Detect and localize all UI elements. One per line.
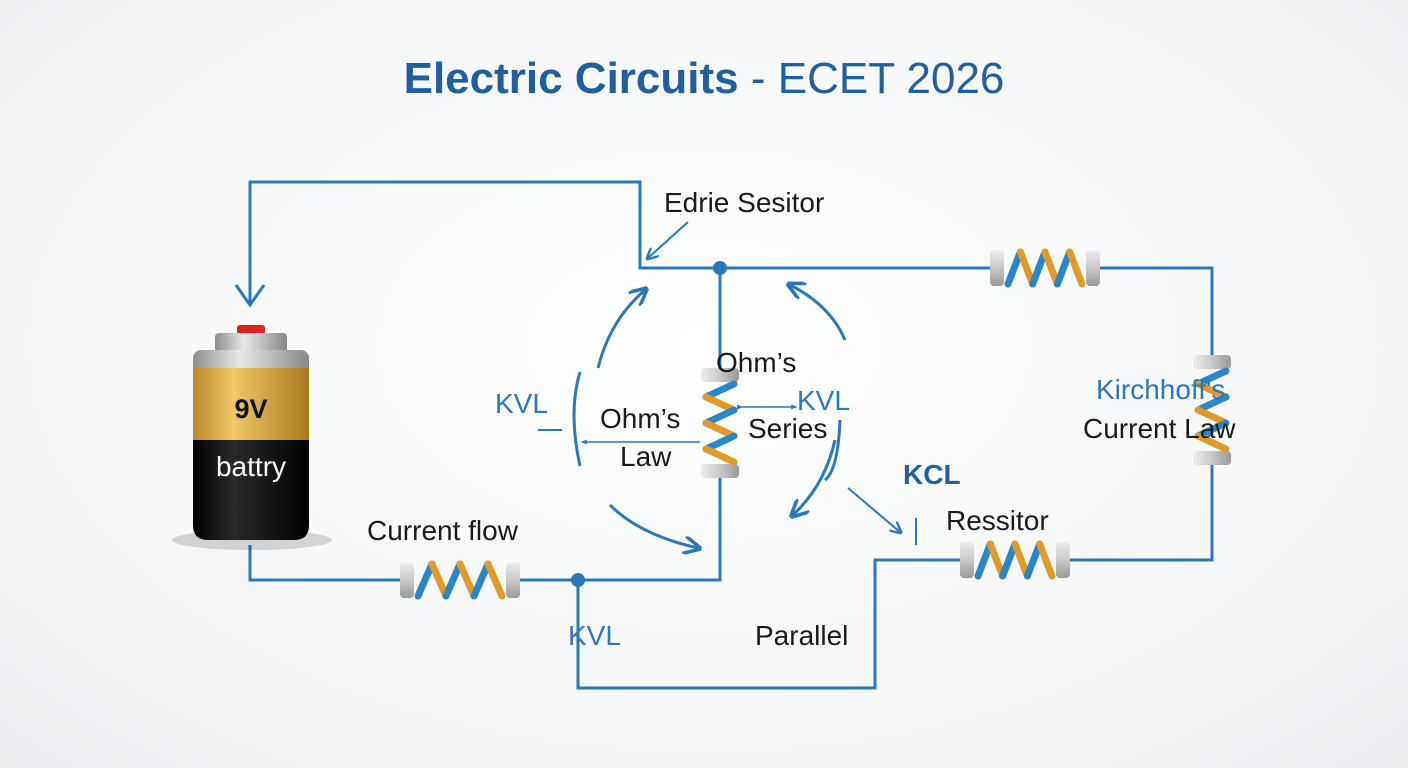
- resistor-coil: [470, 560, 492, 600]
- resistor-coil: [702, 380, 738, 401]
- page-title: Electric Circuits - ECET 2026: [404, 54, 1005, 103]
- resistor-coil: [428, 560, 450, 600]
- resistor-coil: [1016, 248, 1037, 288]
- wire-bottom-left: [248, 545, 400, 582]
- resistor-coil: [1053, 248, 1074, 288]
- resistor: [400, 560, 520, 600]
- label-series: Series: [748, 413, 827, 444]
- resistor-coil: [702, 419, 738, 440]
- battery: 9V battry: [172, 325, 332, 550]
- resistor-coil: [702, 445, 738, 466]
- junction-node: [713, 261, 727, 275]
- label-edrie-sesitor: Edrie Sesitor: [664, 187, 824, 218]
- resistors: [400, 248, 1231, 600]
- resistor-coil: [1023, 540, 1044, 580]
- resistor: [990, 248, 1100, 288]
- resistor-coil: [1029, 248, 1049, 288]
- label-kvl-right: KVL: [797, 385, 850, 416]
- curved-arrow-icon: [596, 290, 645, 369]
- label-kvl-bottom: KVL: [568, 620, 621, 651]
- title-bold: Electric Circuits: [404, 54, 739, 103]
- curved-arrow-icon: [790, 285, 847, 341]
- resistor-coil: [1194, 367, 1230, 388]
- resistor-coil: [1011, 540, 1031, 580]
- curved-arrow-icon: [793, 439, 837, 515]
- resistor-coil: [999, 540, 1019, 580]
- battery-label: battry: [216, 451, 286, 482]
- resistor-coil: [702, 406, 738, 427]
- wire-top: [248, 180, 990, 305]
- resistor-coil: [484, 560, 506, 600]
- resistor-coil: [1041, 248, 1061, 288]
- wire-top-right: [1100, 266, 1214, 355]
- resistor-coil: [1194, 419, 1230, 440]
- pointer-arrow-icon: [847, 487, 900, 532]
- junction-node: [571, 573, 585, 587]
- resistor-coil: [1194, 393, 1230, 414]
- curved-arrow-icon: [608, 503, 698, 548]
- resistor-coil: [974, 540, 994, 580]
- resistor-coil: [442, 560, 464, 600]
- resistor: [701, 368, 739, 478]
- label-ressitor: Ressitor: [946, 505, 1049, 536]
- wire-parallel: [576, 558, 960, 690]
- title-rest: - ECET 2026: [739, 54, 1005, 103]
- current-arrows: [596, 221, 900, 548]
- battery-voltage: 9V: [234, 394, 267, 424]
- label-kirchhoffs: Kirchhoff's: [1096, 374, 1225, 405]
- bracket-arc: [572, 371, 582, 467]
- label-ohms-top: Ohm’s: [716, 347, 796, 378]
- label-parallel: Parallel: [755, 620, 848, 651]
- resistor-coil: [1194, 432, 1230, 453]
- resistor-coil: [414, 560, 436, 600]
- resistor-coil: [1066, 248, 1086, 288]
- label-current-law: Current Law: [1083, 413, 1236, 444]
- resistor-coil: [702, 393, 738, 414]
- label-law: Law: [620, 441, 672, 472]
- label-current-flow: Current flow: [367, 515, 519, 546]
- resistor-coil: [1194, 380, 1230, 401]
- resistor-coil: [1036, 540, 1056, 580]
- bracket-arc: [823, 419, 842, 482]
- resistor-coil: [456, 560, 478, 600]
- resistor-coil: [1194, 406, 1230, 427]
- resistor-coil: [1004, 248, 1024, 288]
- pointer-arrow-icon: [648, 221, 689, 258]
- arrow-down-icon: [234, 284, 266, 308]
- resistor: [960, 540, 1070, 580]
- label-ohms-left: Ohm’s: [600, 403, 680, 434]
- label-kcl: KCL: [903, 459, 961, 490]
- wire-right: [1070, 465, 1214, 562]
- wires: [248, 180, 1214, 690]
- resistor-coil: [986, 540, 1007, 580]
- resistor-coil: [702, 432, 738, 453]
- resistor: [1193, 355, 1231, 465]
- wire-bottom: [520, 478, 722, 582]
- label-kvl-left: KVL: [495, 388, 548, 419]
